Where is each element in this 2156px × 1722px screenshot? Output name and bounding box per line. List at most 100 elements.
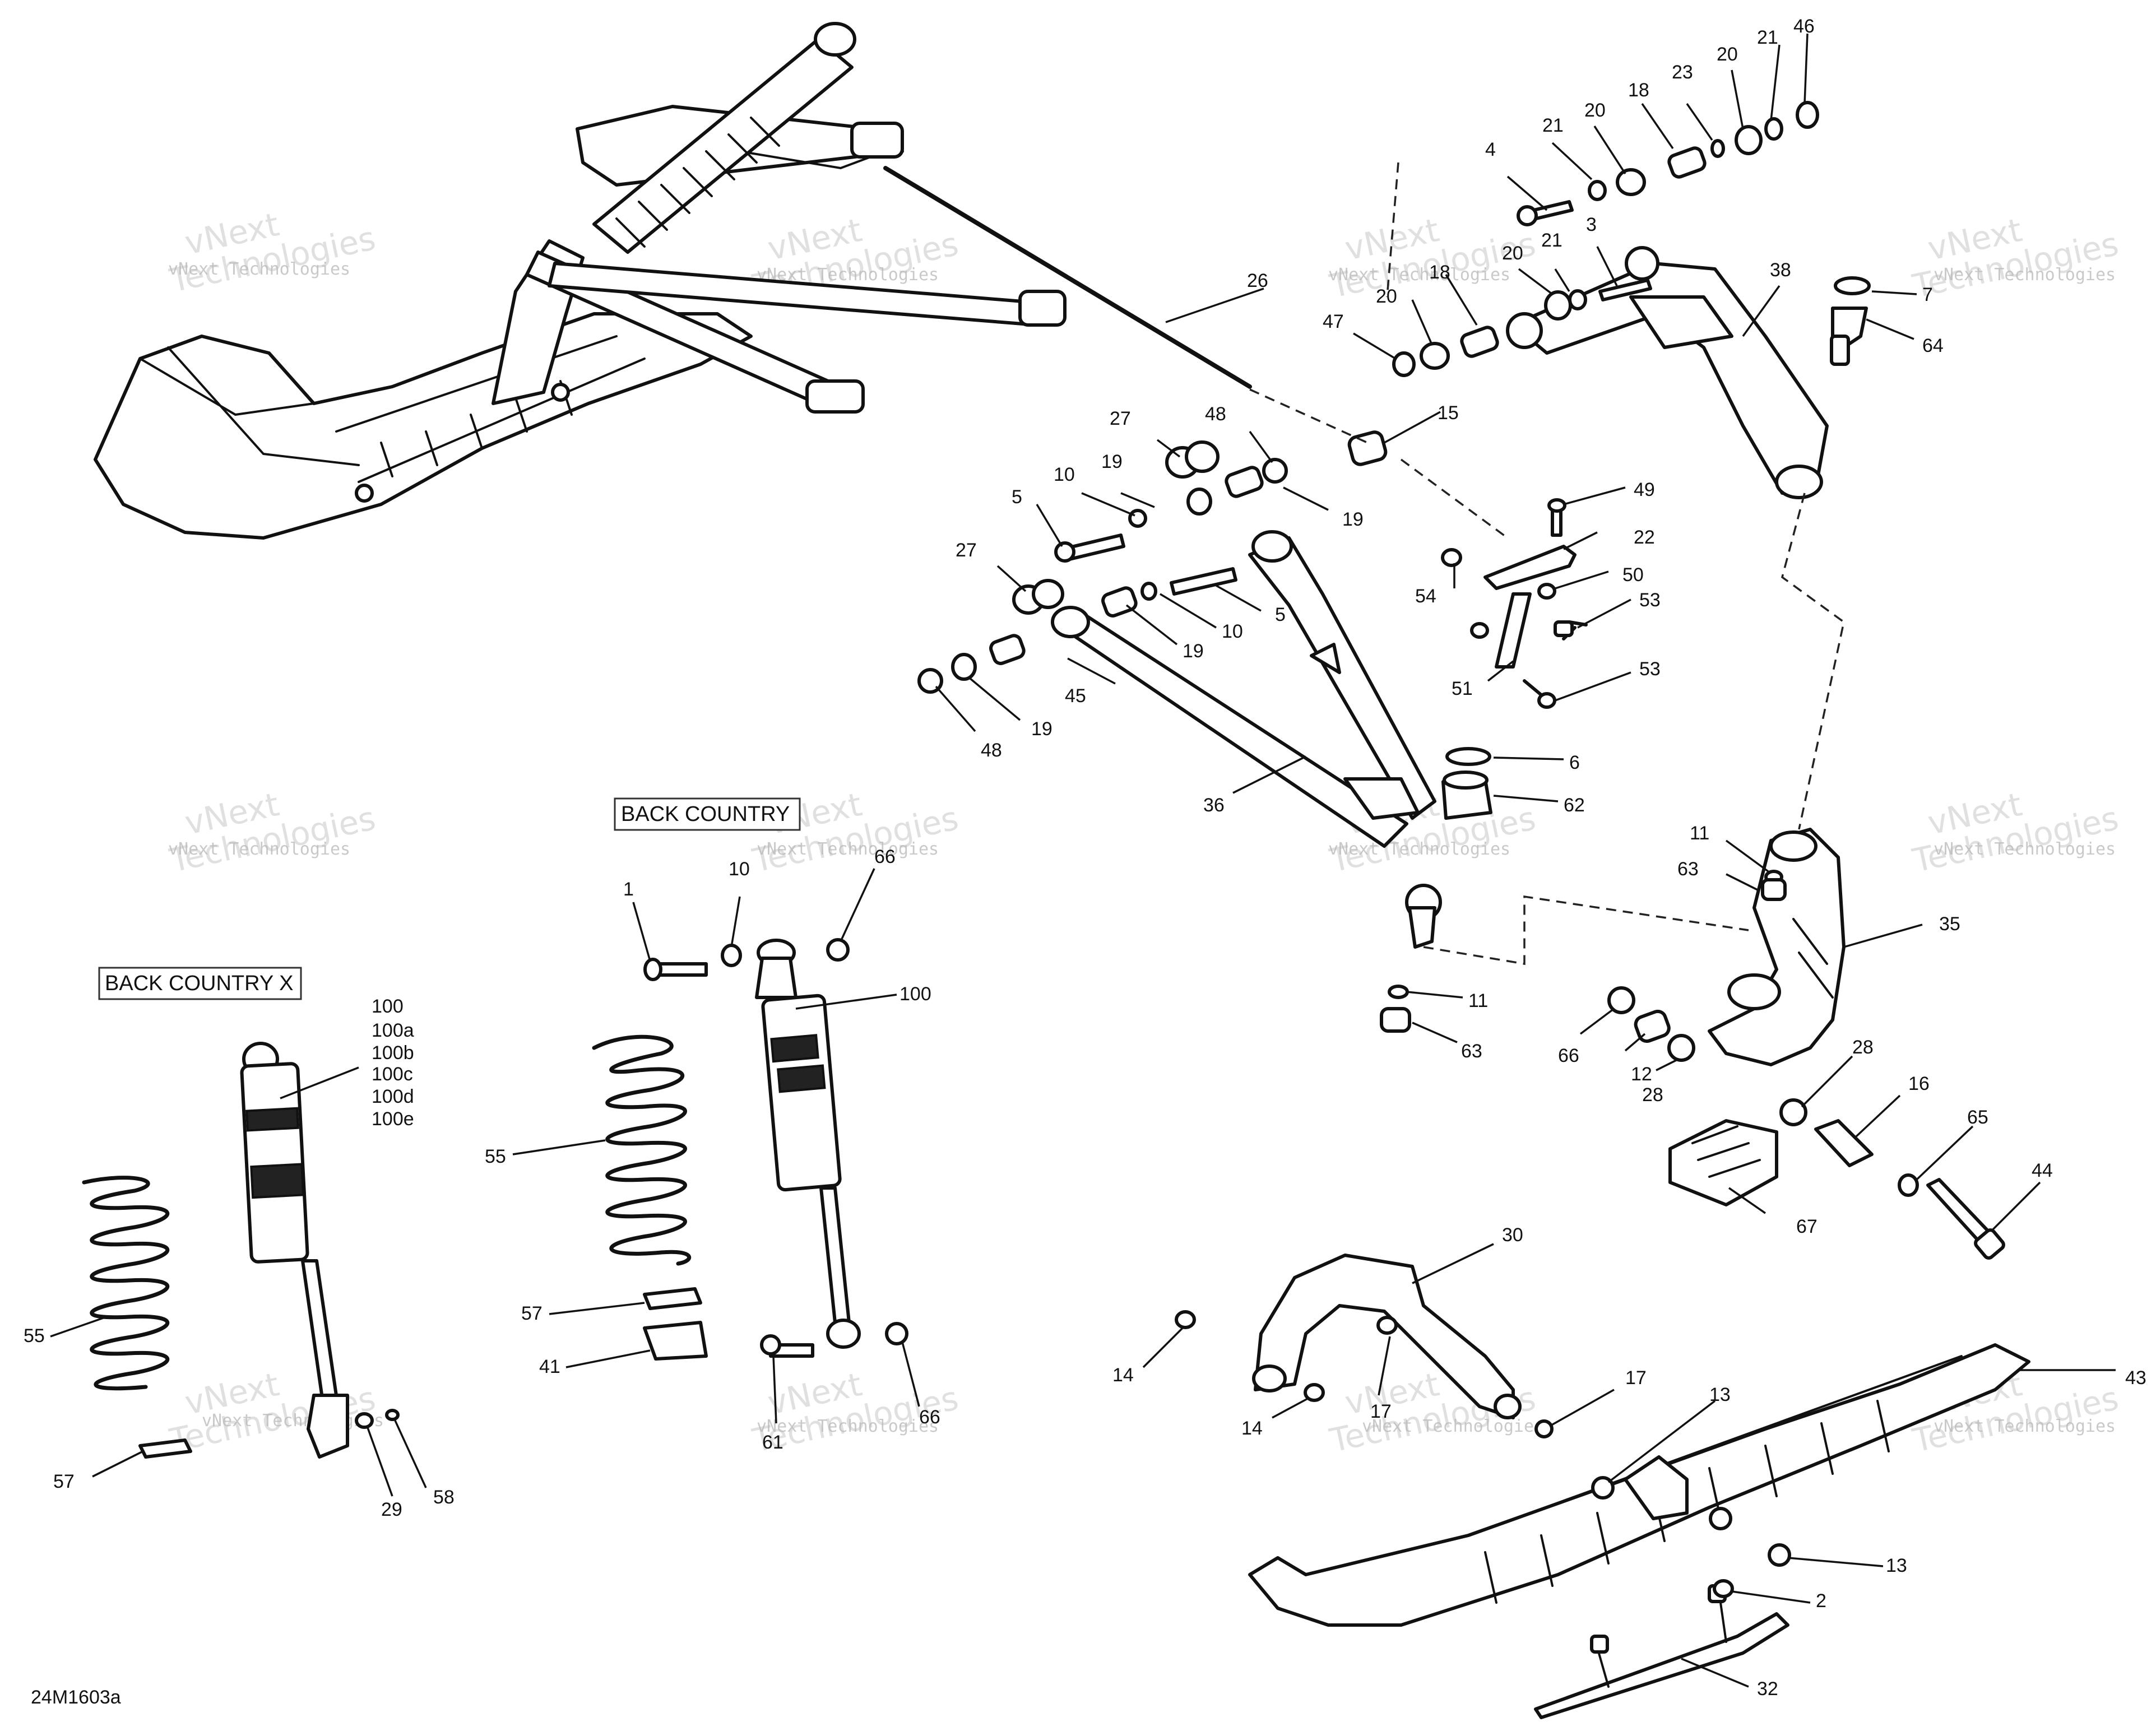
callout-61: 61	[762, 1432, 783, 1453]
ski-handle-drawing	[1252, 1254, 1522, 1419]
callout-62: 62	[1564, 795, 1585, 816]
callout-1: 1	[623, 879, 634, 900]
callout-27: 27	[956, 540, 977, 561]
callout-19: 19	[1342, 509, 1364, 530]
callout-100c: 100c	[372, 1064, 413, 1085]
callout-41: 41	[539, 1356, 560, 1377]
callout-44: 44	[2032, 1160, 2053, 1181]
ski-stopper-drawing	[1668, 1119, 1778, 1206]
watermark-small: vNext Technologies	[1328, 265, 1510, 285]
diagram-reference-code: 24M1603a	[31, 1687, 121, 1708]
callout-22: 22	[1634, 527, 1655, 548]
callout-20: 20	[1376, 286, 1397, 307]
callout-21: 21	[1757, 27, 1778, 48]
back-country-x-box	[98, 967, 302, 1000]
callout-30: 30	[1502, 1224, 1523, 1246]
callout-48: 48	[981, 740, 1002, 761]
callout-20: 20	[1584, 100, 1606, 121]
callout-20: 20	[1502, 243, 1523, 264]
spindle-drawing	[1708, 828, 1846, 1066]
callout-55: 55	[485, 1146, 506, 1167]
callout-58: 58	[433, 1487, 455, 1508]
callout-43: 43	[2125, 1367, 2146, 1389]
watermark-small: vNext Technologies	[1934, 839, 2116, 859]
watermark-small: vNext Technologies	[168, 839, 350, 859]
callout-23: 23	[1672, 62, 1693, 83]
callout-100: 100	[900, 983, 931, 1005]
callout-100: 100	[372, 996, 404, 1017]
callout-14: 14	[1241, 1418, 1263, 1439]
callout-63: 63	[1461, 1041, 1482, 1062]
back-country-x-shock-drawing	[240, 1042, 349, 1459]
callout-46: 46	[1793, 16, 1815, 37]
callout-53: 53	[1639, 658, 1661, 680]
callout-100b: 100b	[372, 1042, 414, 1064]
callout-20: 20	[1717, 44, 1738, 65]
callout-57: 57	[521, 1303, 543, 1324]
watermark-small: vNext Technologies	[1328, 839, 1510, 859]
callout-55: 55	[24, 1325, 45, 1347]
callout-21: 21	[1542, 115, 1564, 136]
upper-a-arm-drawing	[1506, 246, 1829, 499]
callout-47: 47	[1323, 311, 1344, 332]
callout-labels: 26 46 21 20 23 18 21 20 4 3 21 20 18 38 …	[24, 16, 2146, 1700]
assembled-suspension-drawing	[94, 22, 1252, 540]
callout-13: 13	[1709, 1384, 1731, 1405]
callout-16: 16	[1908, 1073, 1930, 1094]
callout-100a: 100a	[372, 1020, 414, 1041]
back-country-x-spring-drawing	[82, 1176, 192, 1459]
callout-35: 35	[1939, 913, 1960, 935]
callout-12: 12	[1631, 1064, 1652, 1085]
leader-lines	[50, 33, 2116, 1688]
callout-10: 10	[729, 858, 750, 880]
callout-66: 66	[874, 846, 896, 867]
callout-17: 17	[1625, 1367, 1647, 1389]
callout-10: 10	[1222, 621, 1243, 642]
callout-53: 53	[1639, 590, 1661, 611]
callout-65: 65	[1967, 1107, 1988, 1128]
callout-50: 50	[1622, 564, 1644, 586]
watermark-small: vNext Technologies	[202, 1411, 384, 1431]
callout-4: 4	[1485, 139, 1496, 160]
callout-19: 19	[1031, 718, 1053, 740]
callout-45: 45	[1065, 685, 1086, 707]
callout-2: 2	[1816, 1590, 1826, 1612]
callout-19: 19	[1101, 451, 1123, 472]
callout-6: 6	[1569, 752, 1580, 773]
callout-13: 13	[1886, 1555, 1907, 1576]
back-country-label: BACK COUNTRY	[621, 802, 790, 826]
callout-14: 14	[1112, 1364, 1134, 1386]
callout-38: 38	[1770, 259, 1791, 281]
callout-28: 28	[1642, 1084, 1663, 1106]
callout-5: 5	[1275, 604, 1286, 625]
watermark-small: vNext Technologies	[757, 839, 939, 859]
callout-10: 10	[1054, 464, 1075, 485]
watermark-small: vNext Technologies	[168, 259, 350, 279]
callout-18: 18	[1429, 262, 1450, 283]
callout-54: 54	[1415, 586, 1436, 607]
callout-67: 67	[1796, 1216, 1817, 1237]
callout-19: 19	[1183, 640, 1204, 662]
assembly-dashed-lines	[1249, 162, 1845, 966]
callout-63: 63	[1677, 858, 1699, 880]
callout-100e: 100e	[372, 1108, 414, 1130]
callout-26: 26	[1247, 270, 1268, 291]
callout-18: 18	[1628, 80, 1649, 101]
callout-100d: 100d	[372, 1086, 414, 1107]
callout-36: 36	[1203, 795, 1225, 816]
back-country-spring-drawing	[592, 1034, 708, 1361]
callout-11: 11	[1468, 990, 1488, 1011]
ski-drawing	[1248, 1343, 2030, 1627]
callout-66: 66	[919, 1407, 940, 1428]
callout-5: 5	[1012, 486, 1022, 508]
callout-28: 28	[1852, 1037, 1874, 1058]
watermark-small: vNext Technologies	[1934, 265, 2116, 285]
callout-64: 64	[1922, 335, 1944, 356]
callout-57: 57	[53, 1471, 75, 1492]
callout-51: 51	[1452, 678, 1473, 699]
callout-11: 11	[1690, 823, 1709, 844]
callout-17: 17	[1370, 1401, 1392, 1422]
back-country-shock-drawing	[755, 939, 861, 1349]
